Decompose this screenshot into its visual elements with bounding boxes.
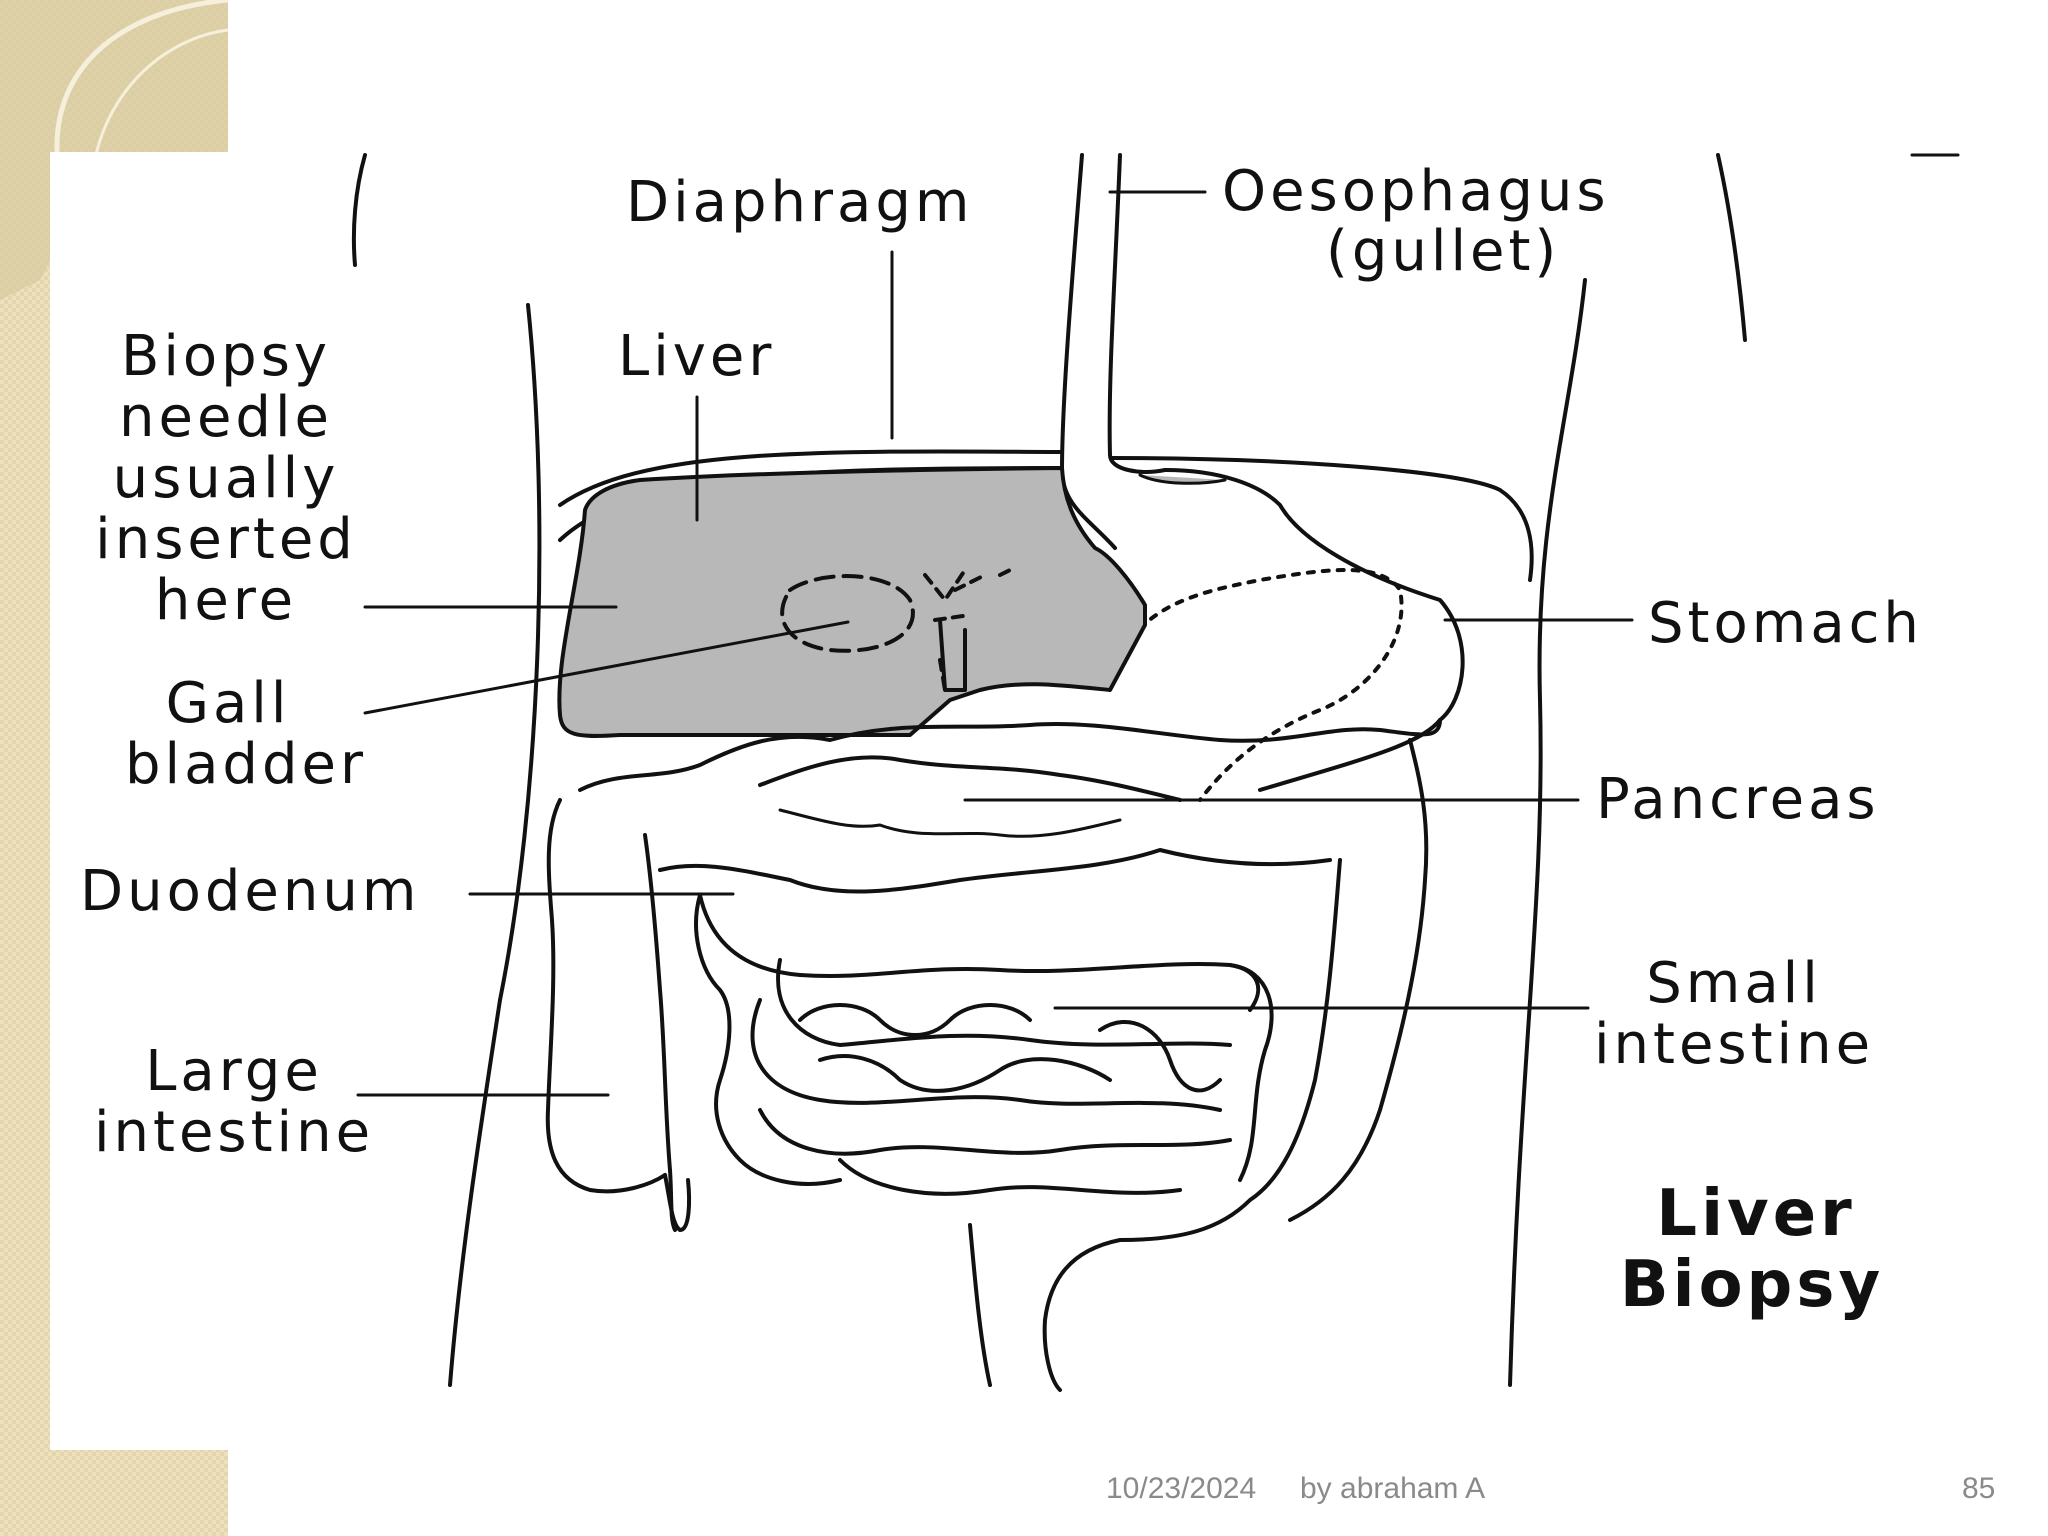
- large-intestine-right: [1042, 858, 1342, 1392]
- label-biopsy-line5: here: [155, 568, 297, 633]
- stomach-outline: [1163, 468, 1465, 792]
- pancreas-outline: [758, 755, 1182, 802]
- label-biopsy-needle: Biopsy needle usually inserted here: [95, 324, 357, 633]
- liver-shape: [557, 466, 1147, 738]
- diagram-title-biopsy: Biopsy: [1620, 1248, 1884, 1322]
- footer-page-number: 85: [1962, 1472, 1996, 1505]
- label-biopsy-line1: Biopsy: [121, 324, 331, 389]
- footer-author: by abraham A: [1300, 1472, 1486, 1505]
- large-intestine-tail: [663, 1173, 691, 1232]
- label-pancreas: Pancreas: [1596, 767, 1880, 832]
- stomach-dotted-outline: [1128, 568, 1404, 802]
- label-biopsy-line4: inserted: [95, 507, 357, 572]
- diaphragm-right: [1110, 456, 1534, 582]
- diagram-labels: Diaphragm Oesophagus (gullet) Liver Biop…: [80, 159, 1923, 1322]
- diagram-title-liver: Liver: [1656, 1177, 1855, 1251]
- label-gullet: (gullet): [1326, 219, 1560, 284]
- label-small: Small: [1646, 951, 1822, 1016]
- label-diaphragm: Diaphragm: [626, 170, 973, 235]
- label-gall: Gall: [166, 671, 291, 736]
- transverse-colon-lower: [658, 848, 1332, 894]
- label-bladder: bladder: [125, 732, 367, 797]
- diaphragm-line: [558, 449, 1064, 507]
- footer-date: 10/23/2024: [1106, 1472, 1257, 1505]
- bile-ducts: [923, 568, 1012, 692]
- large-intestine-left-inner: [643, 833, 677, 1232]
- label-large-intestine: intestine: [94, 1100, 374, 1165]
- label-biopsy-line3: usually: [113, 446, 340, 511]
- leader-lines: [356, 153, 1960, 1097]
- gall-bladder-dashed: [780, 574, 915, 653]
- small-intestine-coils: [694, 893, 1274, 1196]
- label-liver: Liver: [618, 324, 775, 389]
- transverse-colon: [578, 718, 1442, 792]
- body-outline: [351, 153, 1747, 1387]
- pancreas-lower: [778, 808, 1122, 838]
- oesophagus: [1060, 153, 1167, 550]
- large-intestine-bottom: [968, 1223, 992, 1387]
- label-oesophagus: Oesophagus: [1222, 159, 1610, 224]
- label-stomach: Stomach: [1648, 591, 1923, 656]
- label-small-intestine: intestine: [1594, 1012, 1874, 1077]
- bile-duct-stem: [938, 618, 967, 692]
- label-biopsy-line2: needle: [119, 385, 333, 450]
- large-intestine-right-inner: [1288, 738, 1429, 1222]
- large-intestine-left: [545, 798, 667, 1194]
- liver-biopsy-diagram: Diaphragm Oesophagus (gullet) Liver Biop…: [80, 153, 1960, 1392]
- stomach-top-fill: [1138, 473, 1227, 485]
- label-large: Large: [145, 1039, 323, 1104]
- label-duodenum: Duodenum: [80, 859, 420, 924]
